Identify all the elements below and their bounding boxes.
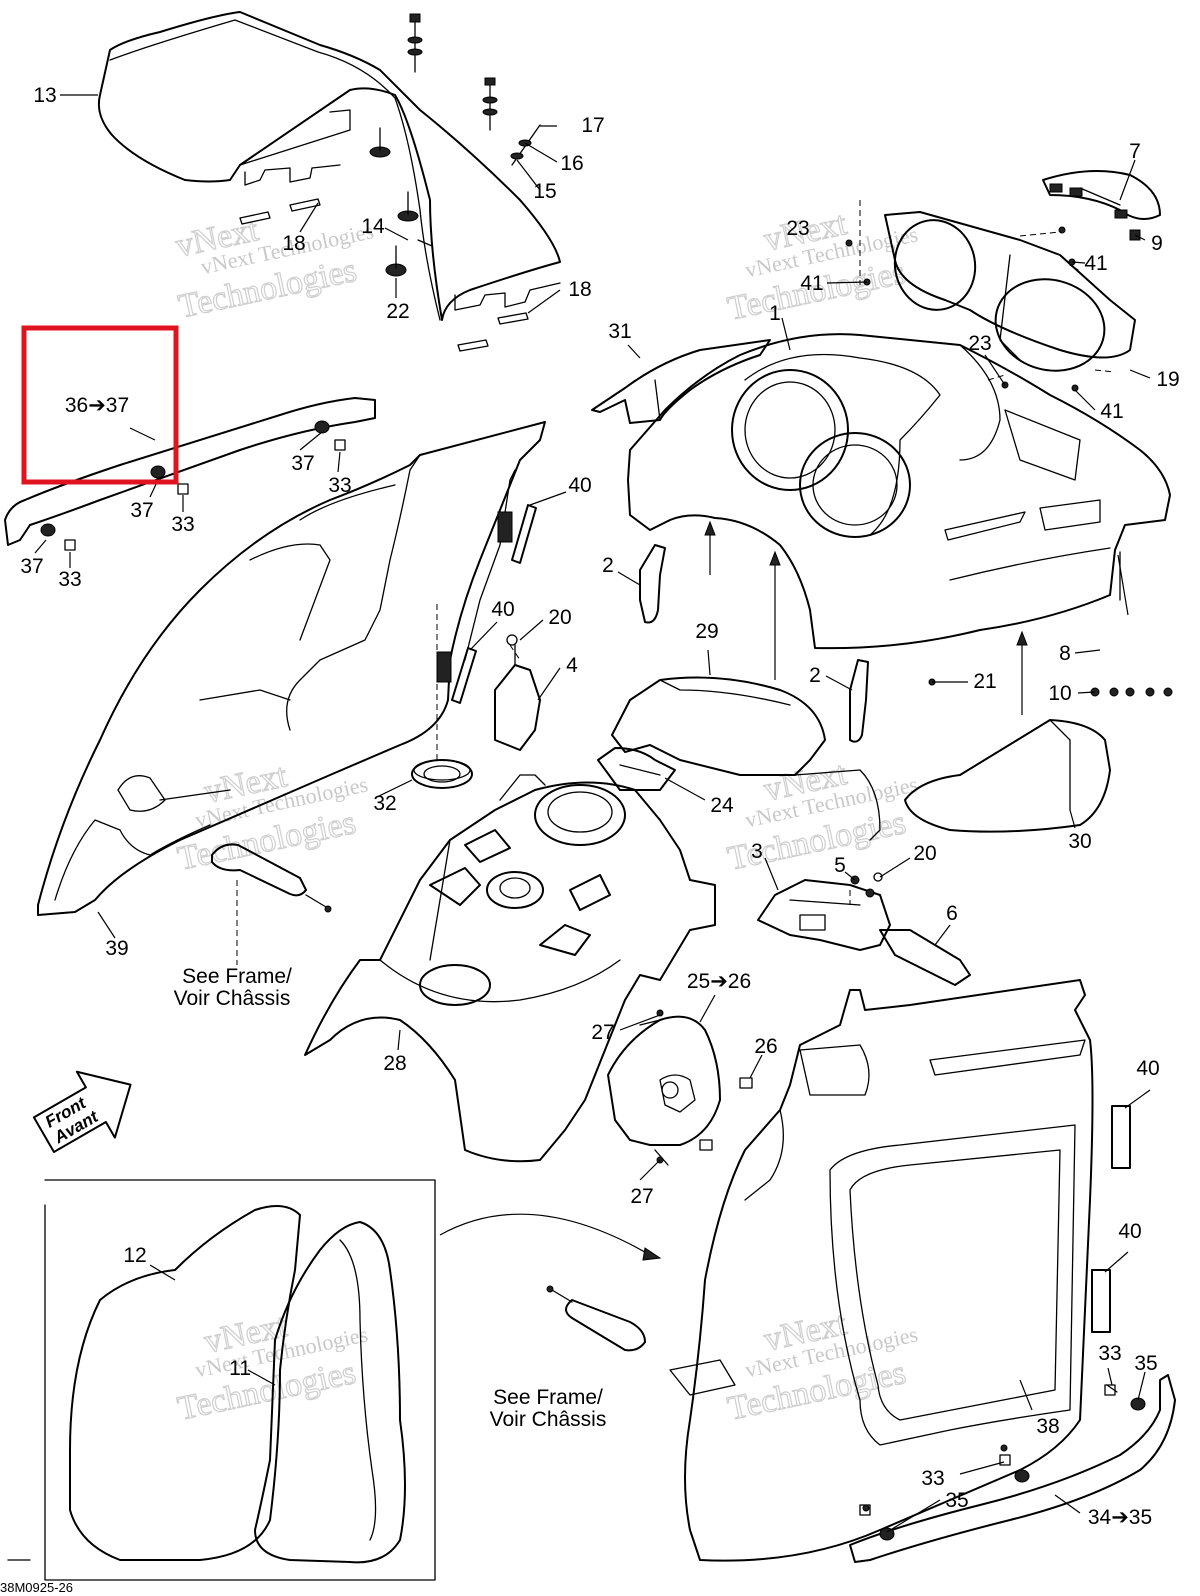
inset-box xyxy=(44,1179,436,1581)
part-pad-11[interactable] xyxy=(254,1221,406,1564)
voir-chassis-note: Voir Châssis xyxy=(174,987,291,1010)
callout-41: 41 xyxy=(1084,252,1107,275)
part-seat-pad-30[interactable] xyxy=(904,719,1111,833)
part-panel-31[interactable] xyxy=(591,339,771,424)
callout-16: 16 xyxy=(560,152,583,175)
part-handle-lower xyxy=(546,1285,646,1352)
leader-lines xyxy=(34,94,1151,1533)
callout-11: 11 xyxy=(229,1357,251,1380)
watermarks: vNext vNext Technologies Technologies vN… xyxy=(172,204,920,1428)
part-bracket-6[interactable] xyxy=(879,929,971,986)
part-side-panel-39[interactable] xyxy=(37,421,546,916)
part-console-28[interactable] xyxy=(304,774,716,1163)
frame-notes: See Frame/ Voir Châssis See Frame/ Voir … xyxy=(174,965,607,1431)
part-tray-29[interactable] xyxy=(611,676,881,841)
callout-17: 17 xyxy=(581,114,604,137)
callout-10: 10 xyxy=(1048,682,1071,705)
callout-21: 21 xyxy=(973,670,996,693)
assembly-lines xyxy=(236,200,1116,965)
highlight-box xyxy=(21,325,179,485)
callout-34-35: 34➔35 xyxy=(1088,1506,1152,1529)
callout-13: 13 xyxy=(33,84,56,107)
callout-37: 37 xyxy=(20,555,43,578)
part-trim-34[interactable] xyxy=(849,1374,1176,1563)
part-bracket-3[interactable] xyxy=(757,879,891,951)
part-upper-body-1[interactable] xyxy=(627,333,1171,650)
front-arrow: Front Avant xyxy=(32,1070,132,1153)
callout-33: 33 xyxy=(328,474,351,497)
callout-33: 33 xyxy=(58,568,81,591)
windshield-hardware xyxy=(369,13,541,277)
callout-18: 18 xyxy=(568,278,591,301)
part-windshield[interactable] xyxy=(97,11,561,321)
part-handle-upper xyxy=(211,843,332,913)
callout-33: 33 xyxy=(921,1467,944,1490)
callout-40: 40 xyxy=(1118,1220,1141,1243)
part-gauge-bracket-19[interactable] xyxy=(884,211,1136,383)
part-pad-12[interactable] xyxy=(69,1205,301,1561)
callout-27: 27 xyxy=(591,1021,614,1044)
callout-3: 3 xyxy=(751,840,763,863)
misc-fasteners xyxy=(7,226,1173,1561)
callout-25-26: 25➔26 xyxy=(687,970,751,993)
callout-18: 18 xyxy=(282,232,305,255)
callout-36-37: 36➔37 xyxy=(65,394,129,417)
callout-12: 12 xyxy=(123,1244,146,1267)
callout-5: 5 xyxy=(834,854,846,877)
callout-23: 23 xyxy=(968,332,991,355)
clips-18 xyxy=(239,198,529,352)
callout-33: 33 xyxy=(1098,1342,1121,1365)
callout-41: 41 xyxy=(1100,400,1123,423)
part-ring-32[interactable] xyxy=(411,759,473,789)
see-frame-note: See Frame/ xyxy=(182,965,292,988)
callout-31: 31 xyxy=(608,320,631,343)
part-side-panel-38[interactable] xyxy=(669,979,1094,1562)
callout-4: 4 xyxy=(566,654,578,677)
callout-15: 15 xyxy=(533,180,556,203)
callout-20: 20 xyxy=(913,842,936,865)
direction-arrows xyxy=(439,520,1129,1261)
callout-41: 41 xyxy=(800,272,823,295)
see-frame-note: See Frame/ xyxy=(493,1386,603,1409)
callout-35: 35 xyxy=(945,1489,968,1512)
part-drawings: Front Avant xyxy=(4,11,1176,1581)
callout-19: 19 xyxy=(1156,368,1179,391)
callout-6: 6 xyxy=(946,902,958,925)
callout-40: 40 xyxy=(491,598,514,621)
callout-22: 22 xyxy=(386,300,409,323)
strips-40 xyxy=(436,504,1131,1333)
callout-38: 38 xyxy=(1036,1415,1059,1438)
callout-39: 39 xyxy=(105,937,128,960)
part-bracket-4[interactable] xyxy=(494,634,541,751)
callout-26: 26 xyxy=(754,1035,777,1058)
callout-9: 9 xyxy=(1151,232,1163,255)
callout-27: 27 xyxy=(630,1185,653,1208)
clips-2 xyxy=(639,544,869,743)
part-trim-36[interactable] xyxy=(4,397,376,551)
callout-37: 37 xyxy=(130,499,153,522)
callout-40: 40 xyxy=(1136,1057,1159,1080)
callout-labels: 1 2 2 3 4 5 6 7 8 9 10 11 12 13 14 15 16… xyxy=(20,84,1179,1529)
callout-30: 30 xyxy=(1068,830,1091,853)
callout-8: 8 xyxy=(1059,642,1071,665)
part-plate-25[interactable] xyxy=(607,1015,753,1166)
callout-35: 35 xyxy=(1134,1352,1157,1375)
callout-24: 24 xyxy=(710,794,734,817)
voir-chassis-note: Voir Châssis xyxy=(490,1408,607,1431)
callout-29: 29 xyxy=(695,620,718,643)
callout-33: 33 xyxy=(171,513,194,536)
callout-37: 37 xyxy=(291,452,314,475)
callout-7: 7 xyxy=(1129,140,1141,163)
callout-2: 2 xyxy=(809,664,821,687)
callout-32: 32 xyxy=(373,792,396,815)
drawing-code: 38M0925-26 xyxy=(0,1580,73,1595)
callout-2: 2 xyxy=(602,554,614,577)
callout-1: 1 xyxy=(769,302,781,325)
callout-20: 20 xyxy=(548,606,571,629)
callout-14: 14 xyxy=(361,215,385,238)
callout-28: 28 xyxy=(383,1052,406,1075)
callout-40: 40 xyxy=(568,474,591,497)
callout-23: 23 xyxy=(786,217,809,240)
